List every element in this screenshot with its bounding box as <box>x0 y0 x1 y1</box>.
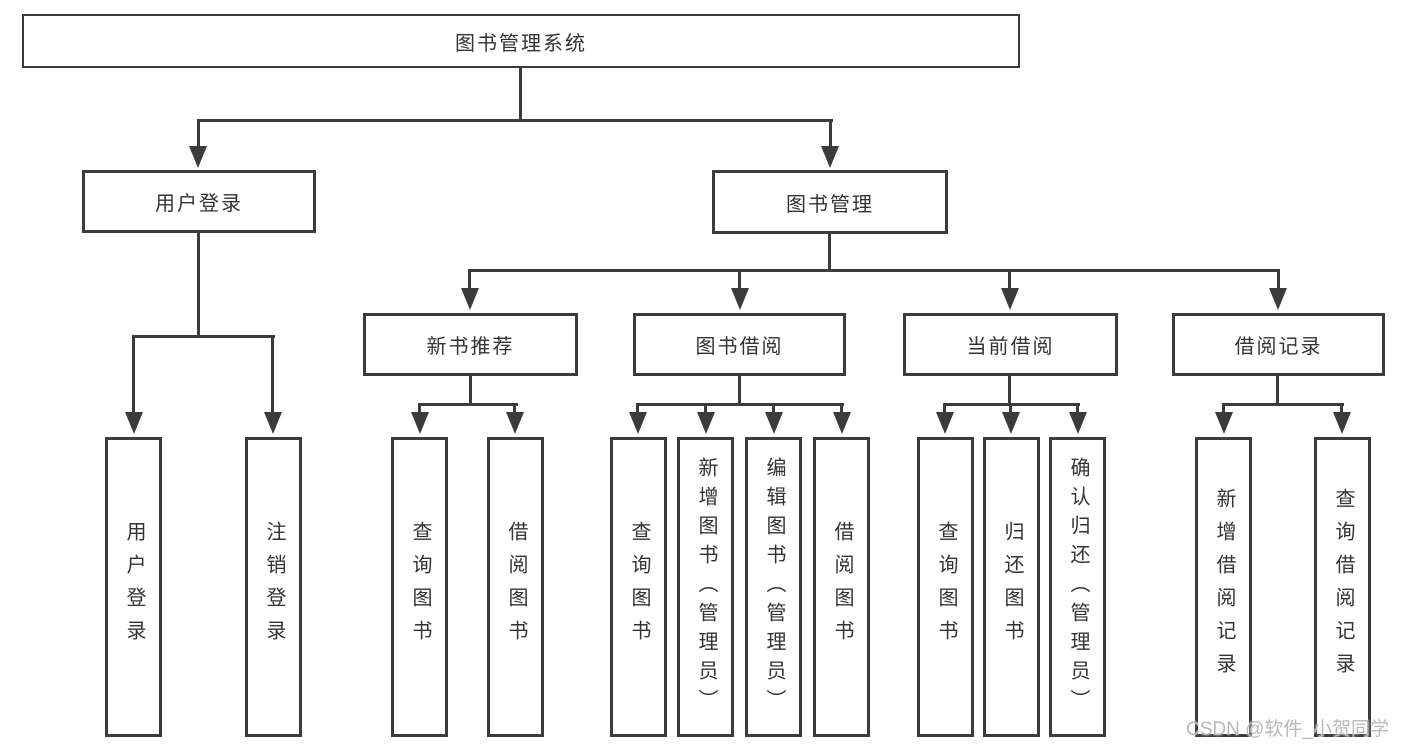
connector-line <box>197 119 200 151</box>
connector-line <box>469 376 472 406</box>
arrow-down-icon <box>936 412 954 434</box>
leaf-bb-query-books: 查询图书 <box>610 437 667 737</box>
leaf-nbr-query-books: 查询图书 <box>391 437 448 737</box>
connector-line <box>132 335 135 413</box>
leaf-bb-borrow-books: 借阅图书 <box>813 437 870 737</box>
connector-line <box>271 335 274 413</box>
leaf-logout: 注销登录 <box>245 437 302 737</box>
node-user-login: 用户登录 <box>82 170 316 233</box>
leaf-bb-edit-book-admin: 编辑图书（管理员） <box>745 437 802 737</box>
node-new-book-recommend: 新书推荐 <box>363 313 578 376</box>
node-label: 图书管理 <box>786 193 874 216</box>
arrow-down-icon <box>1001 288 1019 310</box>
connector-line <box>1340 403 1343 415</box>
leaf-nbr-borrow-books: 借阅图书 <box>487 437 544 737</box>
connector-line <box>197 119 833 122</box>
leaf-br-add-record: 新增借阅记录 <box>1195 437 1252 737</box>
connector-line <box>418 403 518 406</box>
arrow-down-icon <box>821 146 839 168</box>
connector-line <box>1277 269 1280 291</box>
connector-line <box>840 403 843 415</box>
connector-line <box>829 119 832 151</box>
connector-line <box>1008 376 1011 406</box>
node-label: 图书借阅 <box>695 336 784 358</box>
arrow-down-icon <box>765 412 783 434</box>
node-label: 借阅记录 <box>1234 336 1323 358</box>
leaf-br-query-record: 查询借阅记录 <box>1314 437 1371 737</box>
connector-line <box>738 269 741 291</box>
connector-line <box>132 335 275 338</box>
arrow-down-icon <box>697 412 715 434</box>
connector-line <box>738 376 741 406</box>
node-current-borrowing: 当前借阅 <box>903 313 1118 376</box>
leaf-cb-query-books: 查询图书 <box>917 437 974 737</box>
connector-line <box>1008 269 1011 291</box>
node-label: 图书管理系统 <box>455 32 587 55</box>
connector-line <box>1276 376 1279 406</box>
connector-line <box>772 403 775 415</box>
arrow-down-icon <box>125 412 143 434</box>
node-label: 新书推荐 <box>426 336 515 358</box>
csdn-watermark: CSDN @软件_小贺同学 <box>1186 719 1389 740</box>
arrow-down-icon <box>1215 412 1233 434</box>
node-book-borrowing: 图书借阅 <box>633 313 846 376</box>
arrow-down-icon <box>1333 412 1351 434</box>
arrow-down-icon <box>264 412 282 434</box>
arrow-down-icon <box>461 288 479 310</box>
connector-line <box>519 68 522 120</box>
connector-line <box>943 403 946 415</box>
leaf-cb-return-books: 归还图书 <box>983 437 1040 737</box>
connector-line <box>828 234 831 272</box>
connector-line <box>513 403 516 415</box>
arrow-down-icon <box>1269 288 1287 310</box>
arrow-down-icon <box>1002 412 1020 434</box>
leaf-user-login: 用户登录 <box>105 437 162 737</box>
connector-line <box>418 403 421 415</box>
node-book-management: 图书管理 <box>712 170 948 234</box>
node-library-system: 图书管理系统 <box>22 14 1020 68</box>
arrow-down-icon <box>629 412 647 434</box>
connector-line <box>1076 403 1079 415</box>
connector-line <box>468 269 1280 272</box>
connector-line <box>468 269 471 291</box>
arrow-down-icon <box>189 146 207 168</box>
node-borrow-records: 借阅记录 <box>1172 313 1385 376</box>
node-label: 当前借阅 <box>966 336 1055 358</box>
node-label: 用户登录 <box>155 193 243 215</box>
arrow-down-icon <box>833 412 851 434</box>
connector-line <box>636 403 844 406</box>
arrow-down-icon <box>411 412 429 434</box>
connector-line <box>1222 403 1344 406</box>
arrow-down-icon <box>506 412 524 434</box>
connector-line <box>197 233 200 338</box>
leaf-bb-add-book-admin: 新增图书（管理员） <box>677 437 734 737</box>
connector-line <box>1222 403 1225 415</box>
arrow-down-icon <box>731 288 749 310</box>
connector-line <box>1009 403 1012 415</box>
connector-line <box>704 403 707 415</box>
connector-line <box>636 403 639 415</box>
arrow-down-icon <box>1069 412 1087 434</box>
leaf-cb-confirm-return-admin: 确认归还（管理员） <box>1049 437 1106 737</box>
